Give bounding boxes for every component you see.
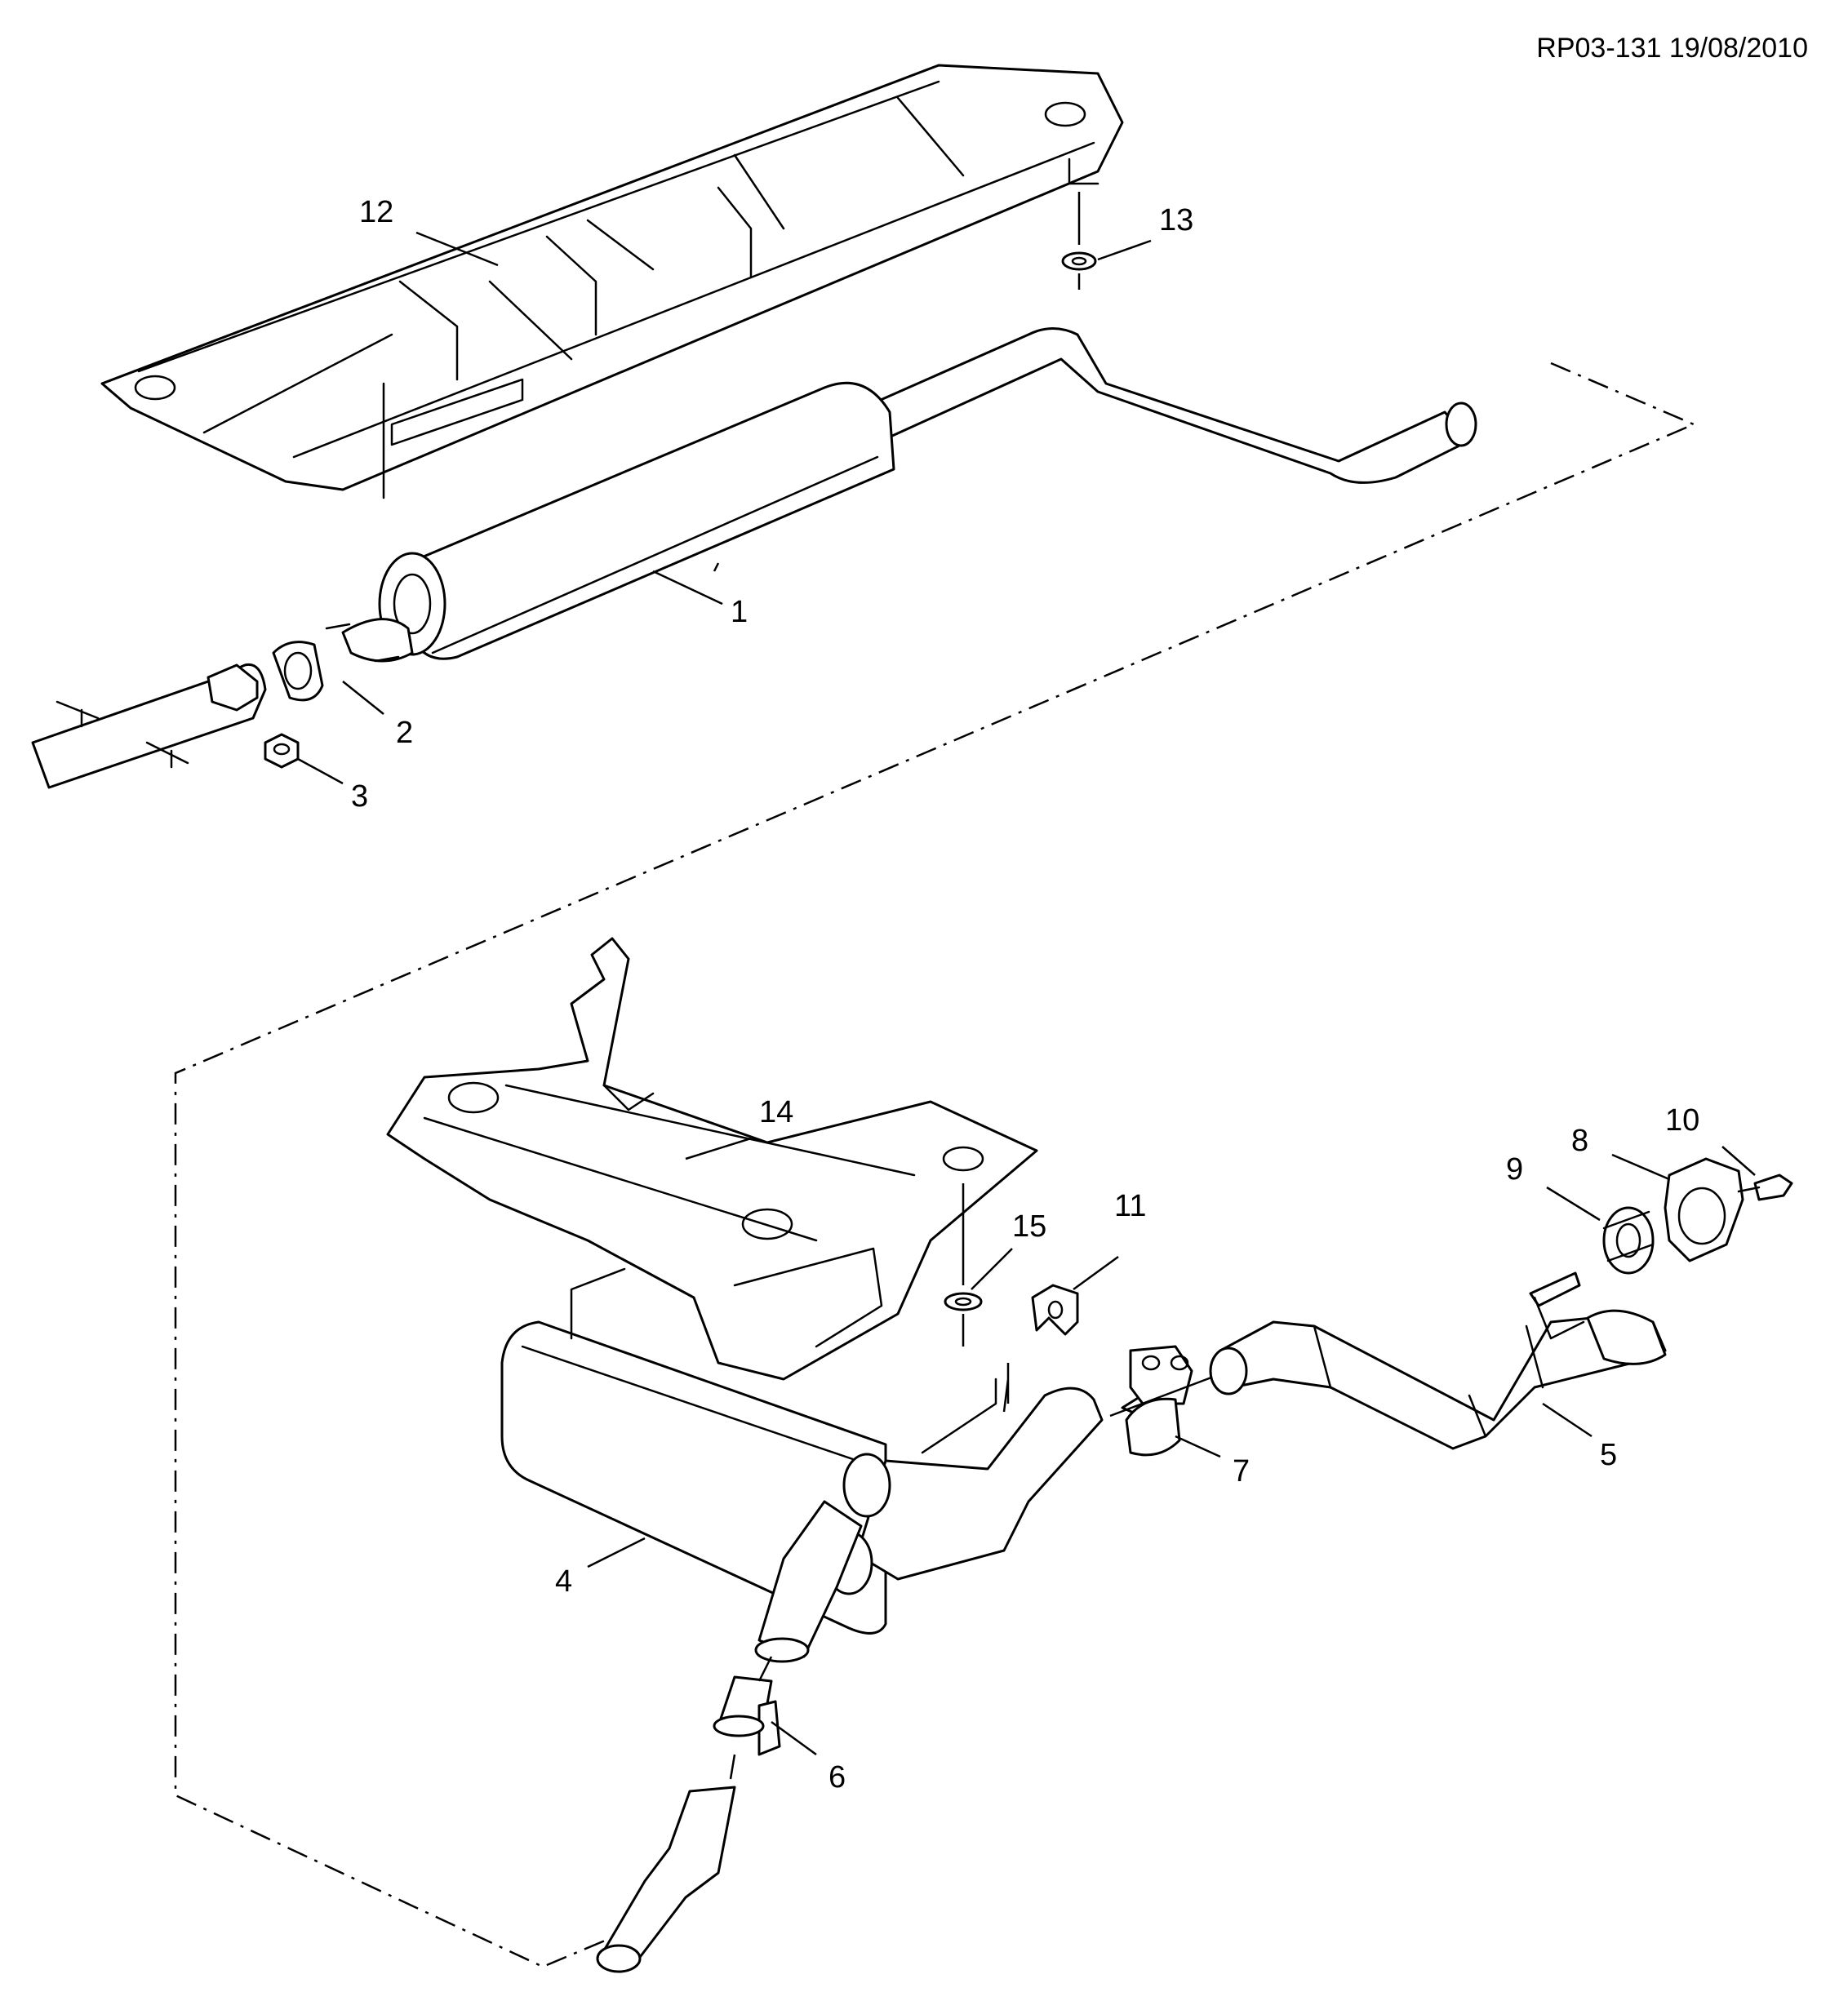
rubber-hanger-part-11 <box>1002 1284 1079 1413</box>
leader-line-14 <box>685 1137 752 1160</box>
rear-muffler-part-4 <box>500 1267 1104 1663</box>
diagram-reference-code: RP03-131 19/08/2010 <box>1536 33 1808 64</box>
callout-2: 2 <box>396 716 413 750</box>
callout-12: 12 <box>359 195 393 229</box>
rear-crossmember-part-14 <box>386 937 1038 1381</box>
callout-1: 1 <box>731 595 748 629</box>
callout-9: 9 <box>1506 1152 1523 1187</box>
callout-7: 7 <box>1233 1454 1250 1489</box>
clip-nut-part-15 <box>944 1183 983 1347</box>
leader-line-4 <box>587 1537 646 1568</box>
callout-13: 13 <box>1159 203 1193 237</box>
clamp-part-7 <box>1109 1345 1229 1457</box>
leader-line-1 <box>652 562 723 606</box>
nut-part-3 <box>264 733 300 769</box>
leader-line-12 <box>415 231 499 267</box>
bolt-part-10 <box>1737 1174 1793 1201</box>
leader-line-8 <box>1611 1153 1670 1181</box>
leader-line-5 <box>1542 1402 1593 1438</box>
callout-8: 8 <box>1571 1124 1588 1158</box>
leader-line-3 <box>297 757 344 785</box>
leader-line-2 <box>342 681 384 715</box>
callout-15: 15 <box>1012 1209 1046 1244</box>
callout-4: 4 <box>555 1564 572 1599</box>
assembly-connection-line <box>174 362 1697 1968</box>
rear-pipe-part-5 <box>1209 1271 1667 1450</box>
leader-line-10 <box>1721 1146 1756 1176</box>
upstream-pipe <box>31 663 267 789</box>
bracket-part-8 <box>1664 1157 1744 1262</box>
rubber-insulator-part-9 <box>1602 1206 1655 1275</box>
gasket-part-2 <box>272 641 324 702</box>
leader-line-13 <box>1097 239 1152 261</box>
callout-14: 14 <box>759 1095 793 1129</box>
callout-5: 5 <box>1600 1438 1617 1472</box>
leader-line-7 <box>1175 1435 1221 1458</box>
leader-line-6 <box>771 1720 817 1756</box>
clip-nut-part-13 <box>1061 192 1097 290</box>
callout-11: 11 <box>1114 1189 1146 1223</box>
callout-3: 3 <box>351 779 368 814</box>
front-muffler-part-1 <box>325 327 1477 663</box>
callout-10: 10 <box>1665 1103 1699 1138</box>
leader-line-11 <box>1073 1255 1119 1291</box>
leader-line-15 <box>971 1248 1013 1290</box>
clamp-part-6 <box>713 1656 781 1780</box>
heat-shield-part-12 <box>100 64 1124 499</box>
callout-6: 6 <box>828 1760 846 1795</box>
leader-line-9 <box>1546 1186 1601 1222</box>
front-tailpipe <box>596 1786 736 1973</box>
